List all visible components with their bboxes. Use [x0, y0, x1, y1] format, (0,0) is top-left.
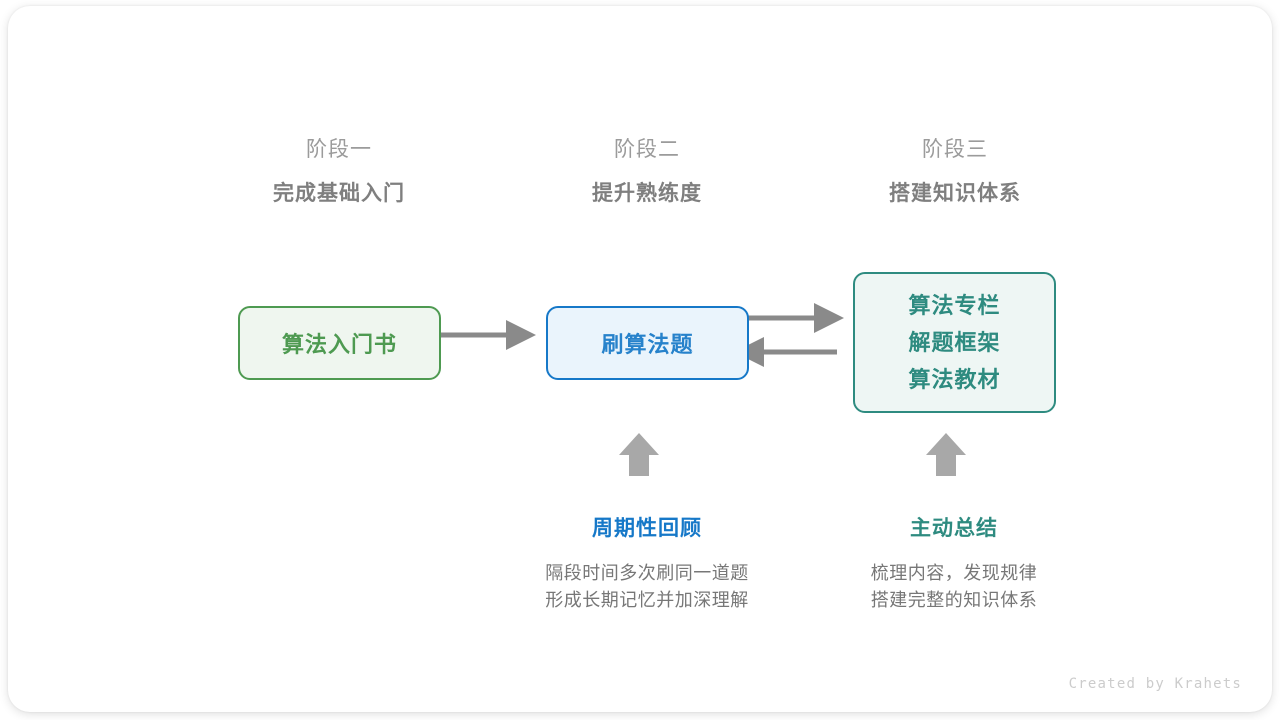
- credit-text: Created by Krahets: [1068, 676, 1242, 692]
- note-body-line-1: 隔段时间多次刷同一道题: [545, 563, 749, 583]
- node-label-line-1: 算法专栏: [908, 293, 1001, 318]
- note-periodic-review: 周期性回顾 隔段时间多次刷同一道题 形成长期记忆并加深理解: [497, 514, 797, 614]
- arrow-summary-up: [926, 433, 966, 476]
- phase-header-3: 阶段三 搭建知识体系: [825, 136, 1085, 208]
- note-body: 隔段时间多次刷同一道题 形成长期记忆并加深理解: [497, 560, 797, 614]
- phase-title-label: 提升熟练度: [592, 182, 702, 205]
- phase-stage-label: 阶段三: [922, 138, 988, 161]
- phase-stage-label: 阶段一: [306, 138, 372, 161]
- node-label-line-3: 算法教材: [908, 367, 1001, 392]
- note-title: 周期性回顾: [592, 517, 702, 540]
- phase-title-label: 完成基础入门: [273, 182, 405, 205]
- phase-header-1: 阶段一 完成基础入门: [209, 136, 469, 208]
- note-title: 主动总结: [910, 517, 998, 540]
- node-practice-problems[interactable]: 刷算法题: [546, 306, 749, 380]
- node-label: 算法入门书: [281, 332, 397, 357]
- note-body: 梳理内容，发现规律 搭建完整的知识体系: [804, 560, 1104, 614]
- arrow-review-up: [619, 433, 659, 476]
- phase-stage-label: 阶段二: [614, 138, 680, 161]
- note-body-line-2: 形成长期记忆并加深理解: [545, 590, 749, 610]
- diagram-canvas: 阶段一 完成基础入门 阶段二 提升熟练度 阶段三 搭建知识体系: [8, 6, 1272, 712]
- node-learning-resources[interactable]: 算法专栏 解题框架 算法教材: [853, 272, 1056, 413]
- note-body-line-1: 梳理内容，发现规律: [870, 563, 1038, 583]
- phase-header-2: 阶段二 提升熟练度: [517, 136, 777, 208]
- note-body-line-2: 搭建完整的知识体系: [870, 590, 1038, 610]
- node-label-line-2: 解题框架: [908, 330, 1001, 355]
- note-active-summary: 主动总结 梳理内容，发现规律 搭建完整的知识体系: [804, 514, 1104, 614]
- node-algorithm-intro-book[interactable]: 算法入门书: [238, 306, 441, 380]
- phase-title-label: 搭建知识体系: [889, 182, 1021, 205]
- node-label: 刷算法题: [601, 332, 694, 357]
